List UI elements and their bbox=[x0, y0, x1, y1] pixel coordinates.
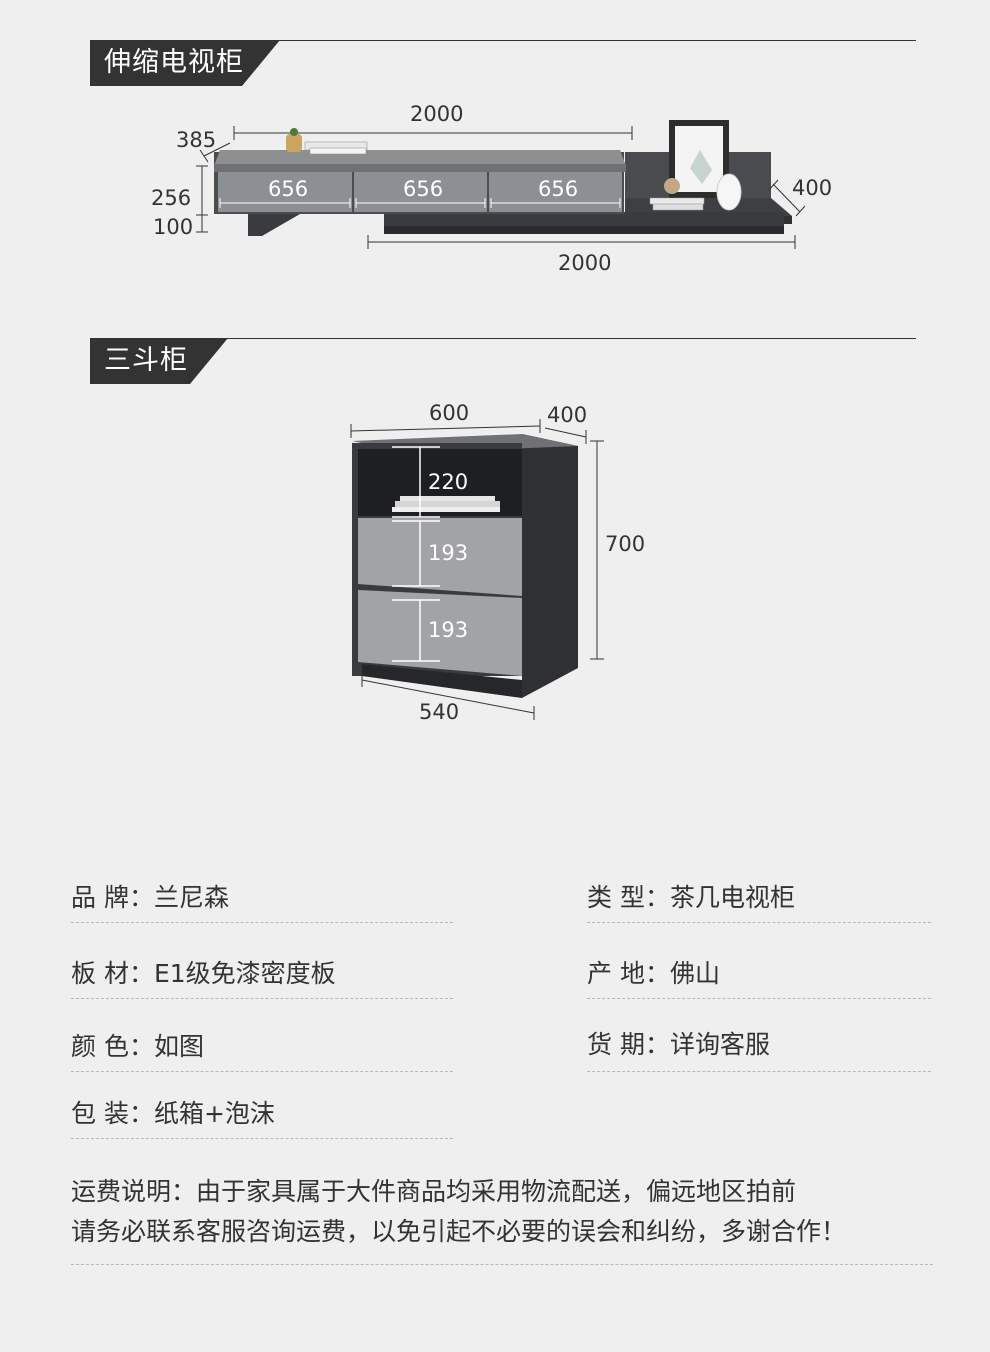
spec-type-text: 类 型：茶几电视柜 bbox=[587, 883, 795, 912]
spec-brand: 品 牌：兰尼森 bbox=[71, 875, 453, 923]
spec-packing: 包 装：纸箱+泡沫 bbox=[71, 1091, 453, 1139]
dim-drawer2: 656 bbox=[403, 177, 444, 201]
spec-delivery: 货 期：详询客服 bbox=[587, 1024, 931, 1072]
section1-title: 伸缩电视柜 bbox=[90, 40, 280, 86]
spec-material: 板 材：E1级免漆密度板 bbox=[71, 951, 453, 999]
dim-chest-depth: 400 bbox=[547, 403, 588, 427]
dim-chest-width: 600 bbox=[429, 401, 470, 425]
tv-cabinet-drawing bbox=[196, 120, 806, 249]
chest-drawing bbox=[350, 419, 604, 720]
dim-chest-base: 540 bbox=[419, 700, 460, 724]
shipping-notice: 运费说明：由于家具属于大件商品均采用物流配送，偏远地区拍前 请务必联系客服咨询运… bbox=[71, 1172, 931, 1252]
dim-open-shelf: 220 bbox=[428, 470, 469, 494]
dim-depth-left: 385 bbox=[176, 128, 217, 152]
section2-divider bbox=[90, 338, 916, 339]
spec-type: 类 型：茶几电视柜 bbox=[587, 875, 931, 923]
dim-chest-drawer1: 193 bbox=[428, 541, 469, 565]
shipping-notice-line2: 请务必联系客服咨询运费，以免引起不必要的误会和纠纷，多谢合作！ bbox=[71, 1217, 847, 1246]
dim-top-width: 2000 bbox=[410, 102, 464, 126]
spec-delivery-text: 货 期：详询客服 bbox=[587, 1030, 770, 1059]
spec-color-text: 颜 色：如图 bbox=[71, 1032, 204, 1061]
dim-chest-drawer2: 193 bbox=[428, 618, 469, 642]
dim-chest-height: 700 bbox=[605, 532, 646, 556]
spec-origin-text: 产 地：佛山 bbox=[587, 959, 720, 988]
notice-divider bbox=[71, 1264, 933, 1265]
shipping-notice-line1: 运费说明：由于家具属于大件商品均采用物流配送，偏远地区拍前 bbox=[71, 1177, 797, 1206]
dim-height-base: 100 bbox=[153, 215, 194, 239]
spec-color: 颜 色：如图 bbox=[71, 1024, 453, 1072]
spec-origin: 产 地：佛山 bbox=[587, 951, 931, 999]
dim-drawer1: 656 bbox=[268, 177, 309, 201]
dim-bottom-width: 2000 bbox=[558, 251, 612, 275]
dim-height-body: 256 bbox=[151, 186, 192, 210]
spec-brand-text: 品 牌：兰尼森 bbox=[71, 883, 229, 912]
dim-depth-right: 400 bbox=[792, 176, 833, 200]
section2-title: 三斗柜 bbox=[90, 338, 228, 384]
spec-material-text: 板 材：E1级免漆密度板 bbox=[71, 959, 336, 988]
dim-drawer3: 656 bbox=[538, 177, 579, 201]
section1-divider bbox=[90, 40, 916, 41]
spec-packing-text: 包 装：纸箱+泡沫 bbox=[71, 1099, 275, 1128]
